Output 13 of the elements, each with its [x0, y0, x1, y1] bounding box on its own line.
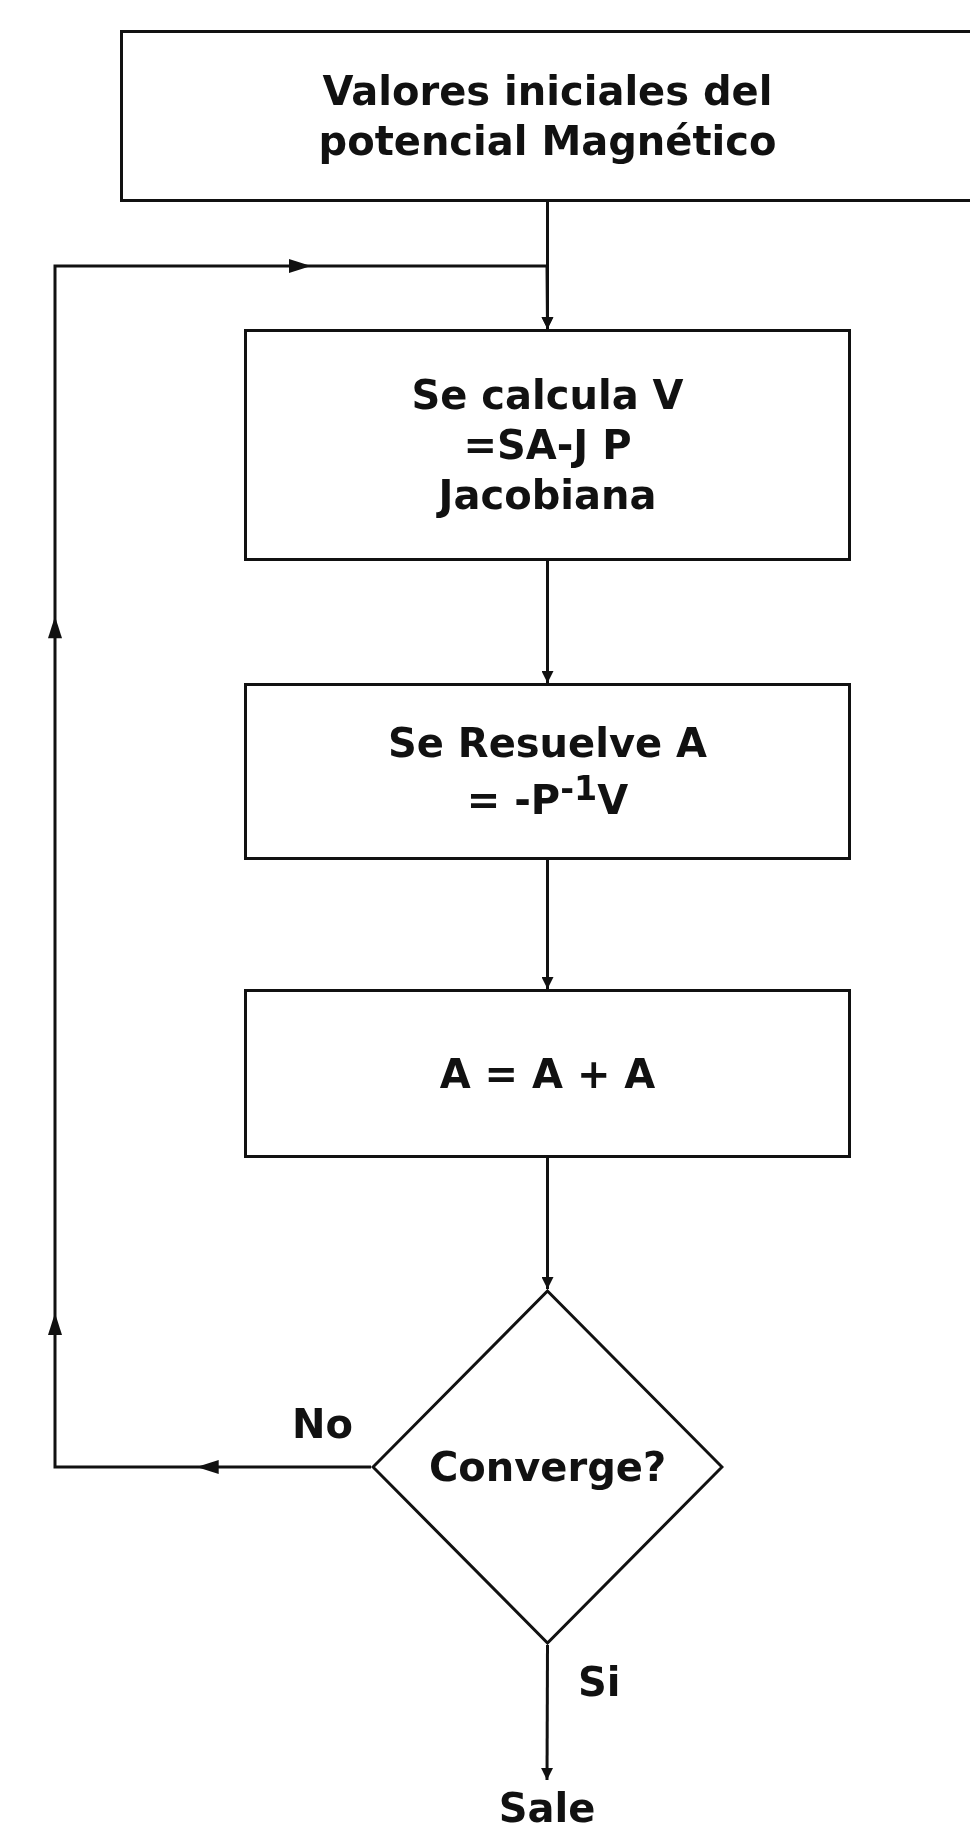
step-text: Valores iniciales del potencial Magnético [317, 67, 778, 166]
edge-label: No [292, 1402, 353, 1446]
step-text: Se calcula V =SA-J P Jacobiana [410, 371, 685, 520]
decision-diamond [371, 1289, 724, 1645]
decision-text: Converge? [428, 1443, 667, 1492]
process-box [120, 30, 970, 202]
step-text: A = A + A [439, 1049, 656, 1099]
step-text: Se Resuelve A = -P$^{-1}$V [387, 718, 708, 826]
process-box [244, 329, 851, 561]
process-box [244, 683, 851, 860]
process-box [244, 989, 851, 1158]
end-text: Sale [470, 1780, 624, 1836]
edge-label: Si [578, 1660, 621, 1704]
